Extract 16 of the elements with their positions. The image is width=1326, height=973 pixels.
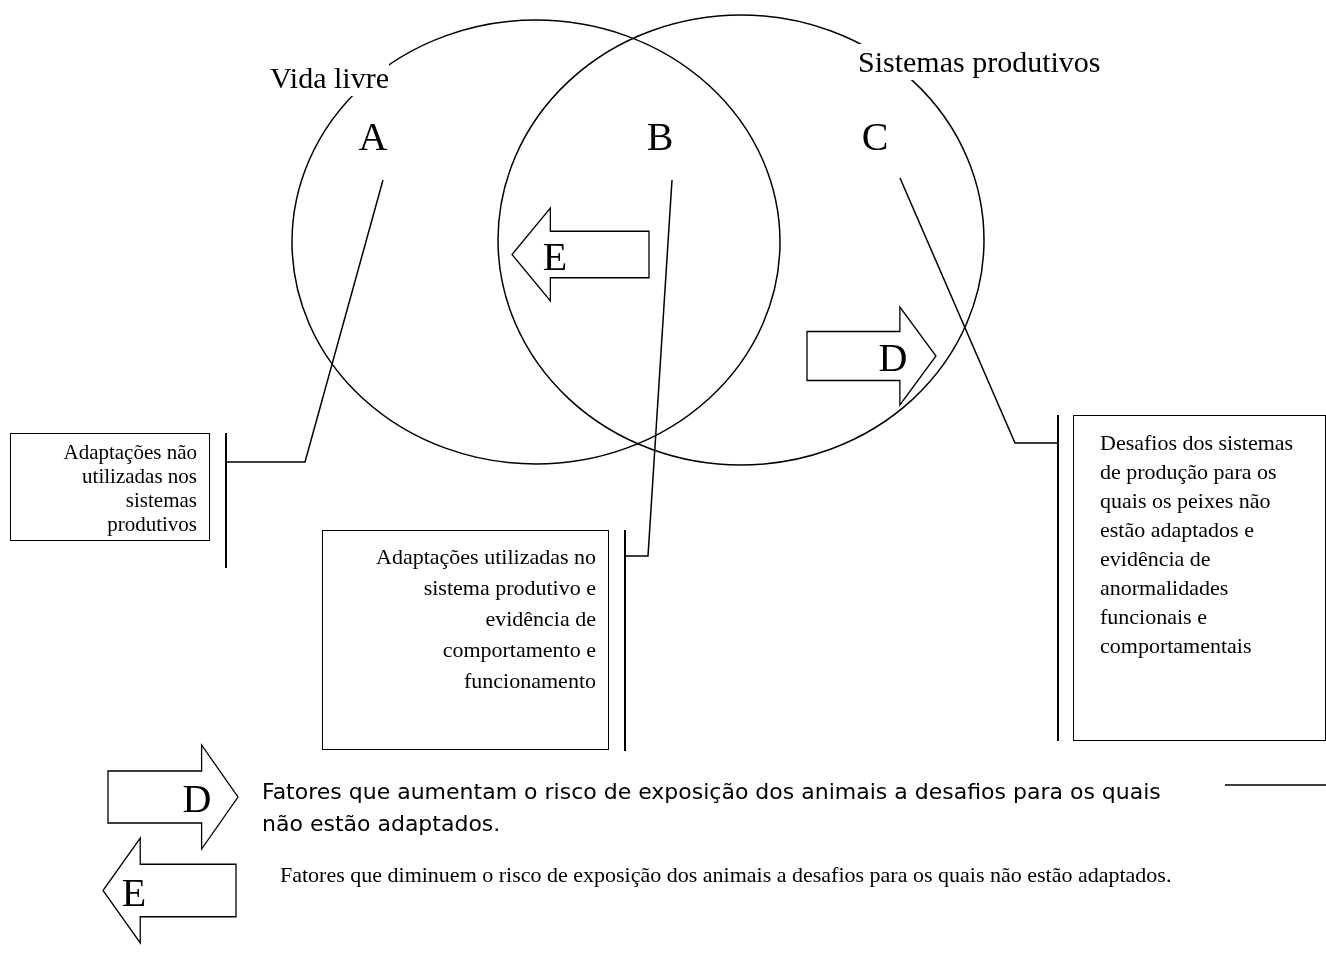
region-letter: A <box>357 115 389 159</box>
leader-line <box>226 179 384 463</box>
leader-line <box>625 179 673 557</box>
legend-text: Fatores que aumentam o risco de exposição dos animais a desafios para os quais não estão adaptados. <box>262 778 1162 838</box>
arrow-letter: E <box>120 870 148 915</box>
callout-text: Adaptações utilizadas no sistema produtivo e evidência de comportamento e funcionamento <box>375 543 596 695</box>
leader-line <box>899 177 1059 444</box>
callout-text: Desafios dos sistemas de produção para os quais os peixes não estão adaptados e evidência de anormalidades funcionais e comportamentais <box>1100 429 1295 660</box>
arrow-letter: D <box>181 777 213 821</box>
region-letter: B <box>645 115 675 159</box>
arrow-letter: D <box>877 336 909 380</box>
callout-text: Adaptações não utilizadas nos sistemas produtivos <box>62 440 197 536</box>
region-letter: C <box>860 115 890 159</box>
legend-text: Fatores que diminuem o risco de exposição dos animais a desafios para os quais não estão adaptados. <box>280 861 1173 889</box>
circle-heading: Sistemas produtivos <box>858 44 1101 80</box>
arrow-letter: E <box>541 234 569 279</box>
